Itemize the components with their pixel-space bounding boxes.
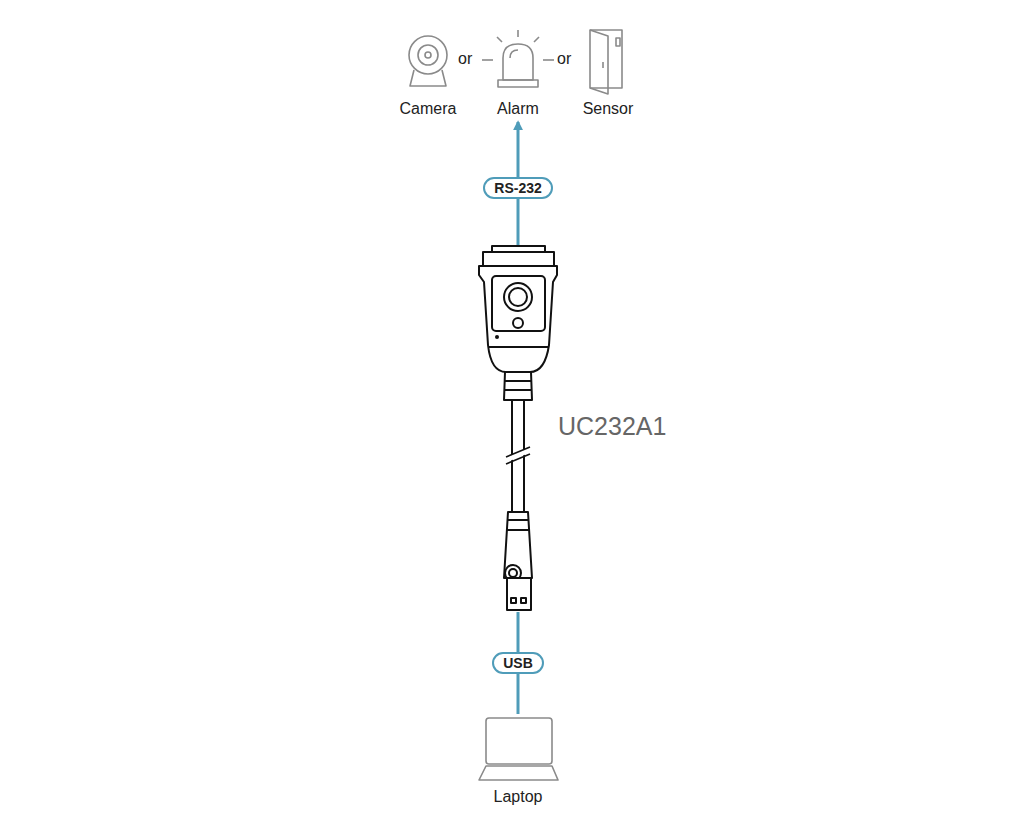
device-label: Laptop: [450, 788, 586, 806]
camera-icon: [409, 36, 447, 86]
laptop-icon: [479, 718, 558, 780]
device-label: Camera: [378, 100, 478, 118]
sensor-node: Sensor: [578, 30, 638, 118]
or-text: or: [458, 50, 472, 68]
model-label: UC232A1: [558, 412, 666, 441]
interface-pill: USB: [492, 652, 544, 674]
camera-node: Camera: [398, 30, 458, 118]
laptop-node: Laptop: [470, 714, 566, 806]
interface-pill: RS-232: [483, 177, 552, 199]
alarm-node: Alarm: [483, 30, 553, 118]
cable-break-marks: [506, 447, 530, 464]
led-dot: [495, 335, 499, 339]
sensor-icon: [590, 30, 622, 94]
or-text: or: [557, 50, 571, 68]
device-label: Alarm: [463, 100, 573, 118]
adapter-illustration: [479, 246, 557, 610]
device-label: Sensor: [558, 100, 658, 118]
adapter-node: UC232A1: [470, 246, 566, 612]
alarm-icon: [482, 30, 554, 87]
